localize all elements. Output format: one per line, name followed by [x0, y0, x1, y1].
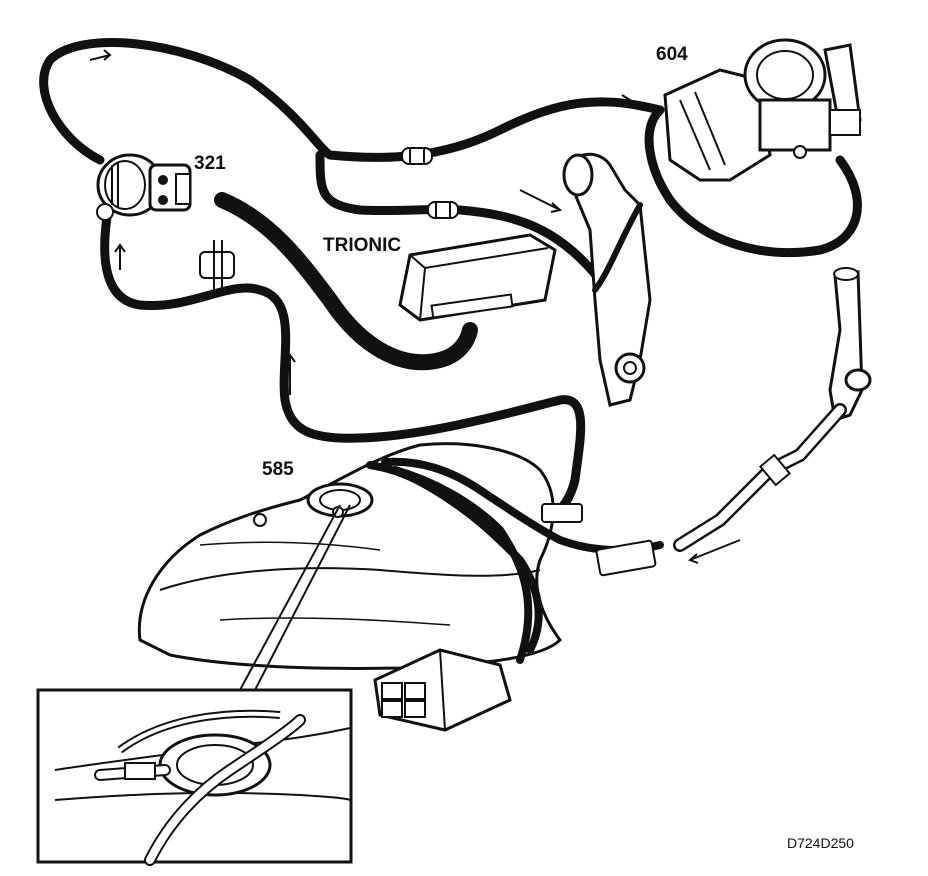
evap-canister [373, 648, 512, 732]
drawing-code: D724D250 [787, 835, 854, 851]
label-part-585: 585 [262, 459, 294, 480]
label-part-604: 604 [656, 44, 688, 65]
upper-hose [39, 38, 665, 165]
right-hose [644, 105, 862, 257]
flow-arrows [89, 49, 741, 564]
inset-detail [36, 688, 353, 866]
purge-valve-321 [96, 153, 192, 221]
lower-left-hose [100, 205, 586, 535]
hose-connector-upper [401, 147, 433, 165]
vacuum-hose [214, 192, 478, 371]
inset-pointer [239, 504, 351, 691]
hose-connector-lower [427, 201, 459, 219]
filler-neck [673, 267, 872, 552]
throttle-body-604 [663, 38, 862, 182]
trionic-control-unit [398, 233, 557, 322]
label-part-321: 321 [194, 153, 226, 174]
label-trionic: TRIONIC [323, 235, 402, 256]
intake-bracket [562, 152, 652, 407]
middle-hose [315, 150, 605, 285]
fuel-tank [137, 442, 562, 670]
hose-clip [199, 240, 235, 290]
tank-lines [366, 457, 664, 664]
